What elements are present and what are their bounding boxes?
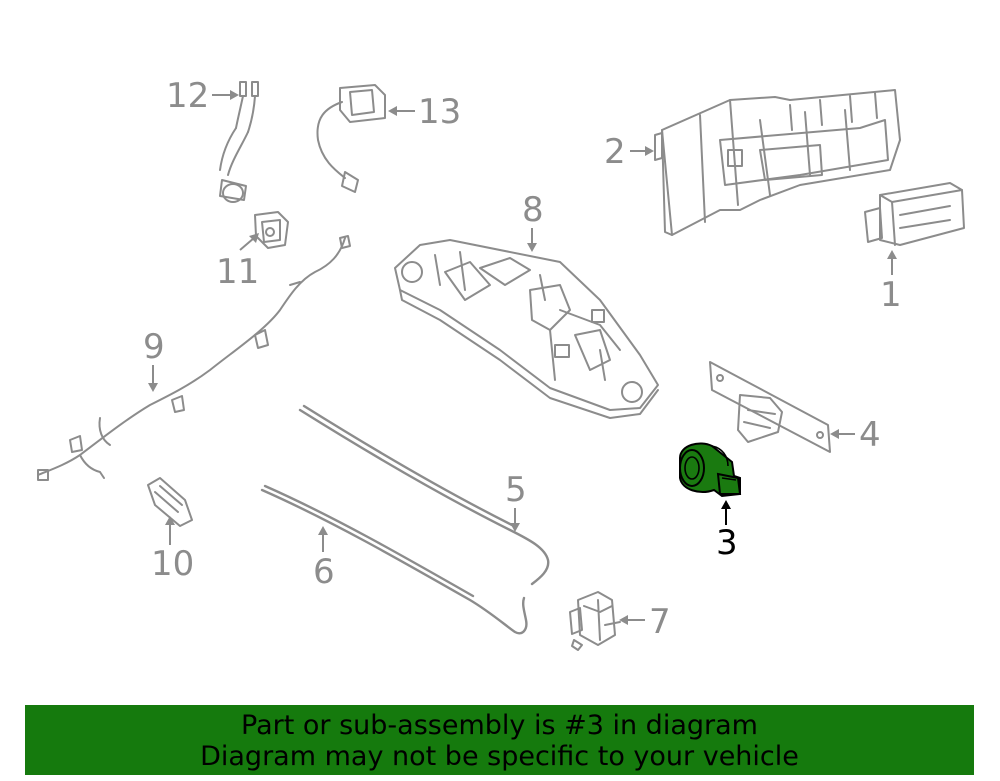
callout-9: 9 [143, 327, 165, 367]
callout-4: 4 [859, 415, 881, 455]
part-8-mounting-plate [394, 239, 659, 419]
part-9-wiring-harness [37, 235, 351, 481]
part-10-bracket-clip [147, 477, 193, 527]
callout-1: 1 [880, 275, 902, 315]
exploded-parts-diagram: 12 13 2 11 8 1 9 4 3 5 10 6 7 [37, 76, 965, 651]
callout-2: 2 [604, 132, 626, 172]
banner-line-part: Part or sub-assembly is #3 in diagram [241, 710, 758, 741]
info-banner: Part or sub-assembly is #3 in diagram Di… [25, 705, 974, 775]
callout-8: 8 [522, 190, 544, 230]
part-4-sensor-bracket [709, 361, 831, 453]
callout-7: 7 [649, 602, 671, 642]
leader-lines [148, 90, 897, 625]
callout-11: 11 [216, 252, 259, 292]
callout-10: 10 [151, 544, 194, 584]
part-3-parking-sensor [679, 442, 742, 498]
banner-line-disclaimer: Diagram may not be specific to your vehi… [200, 741, 799, 772]
part-1-control-module [864, 182, 965, 246]
callout-12: 12 [166, 76, 209, 116]
callout-13: 13 [418, 92, 461, 132]
part-7-sensor-module [569, 591, 621, 651]
callout-6: 6 [313, 552, 335, 592]
part-2-bumper-bracket [654, 89, 901, 236]
callout-5: 5 [505, 470, 527, 510]
callout-3: 3 [716, 523, 738, 563]
part-5-wire-rod [298, 404, 550, 586]
part-11-sensor [254, 211, 289, 249]
part-13-connector-harness [316, 84, 386, 193]
part-6-wire-rod [260, 484, 528, 635]
part-12-sensor-pigtail [219, 81, 259, 203]
